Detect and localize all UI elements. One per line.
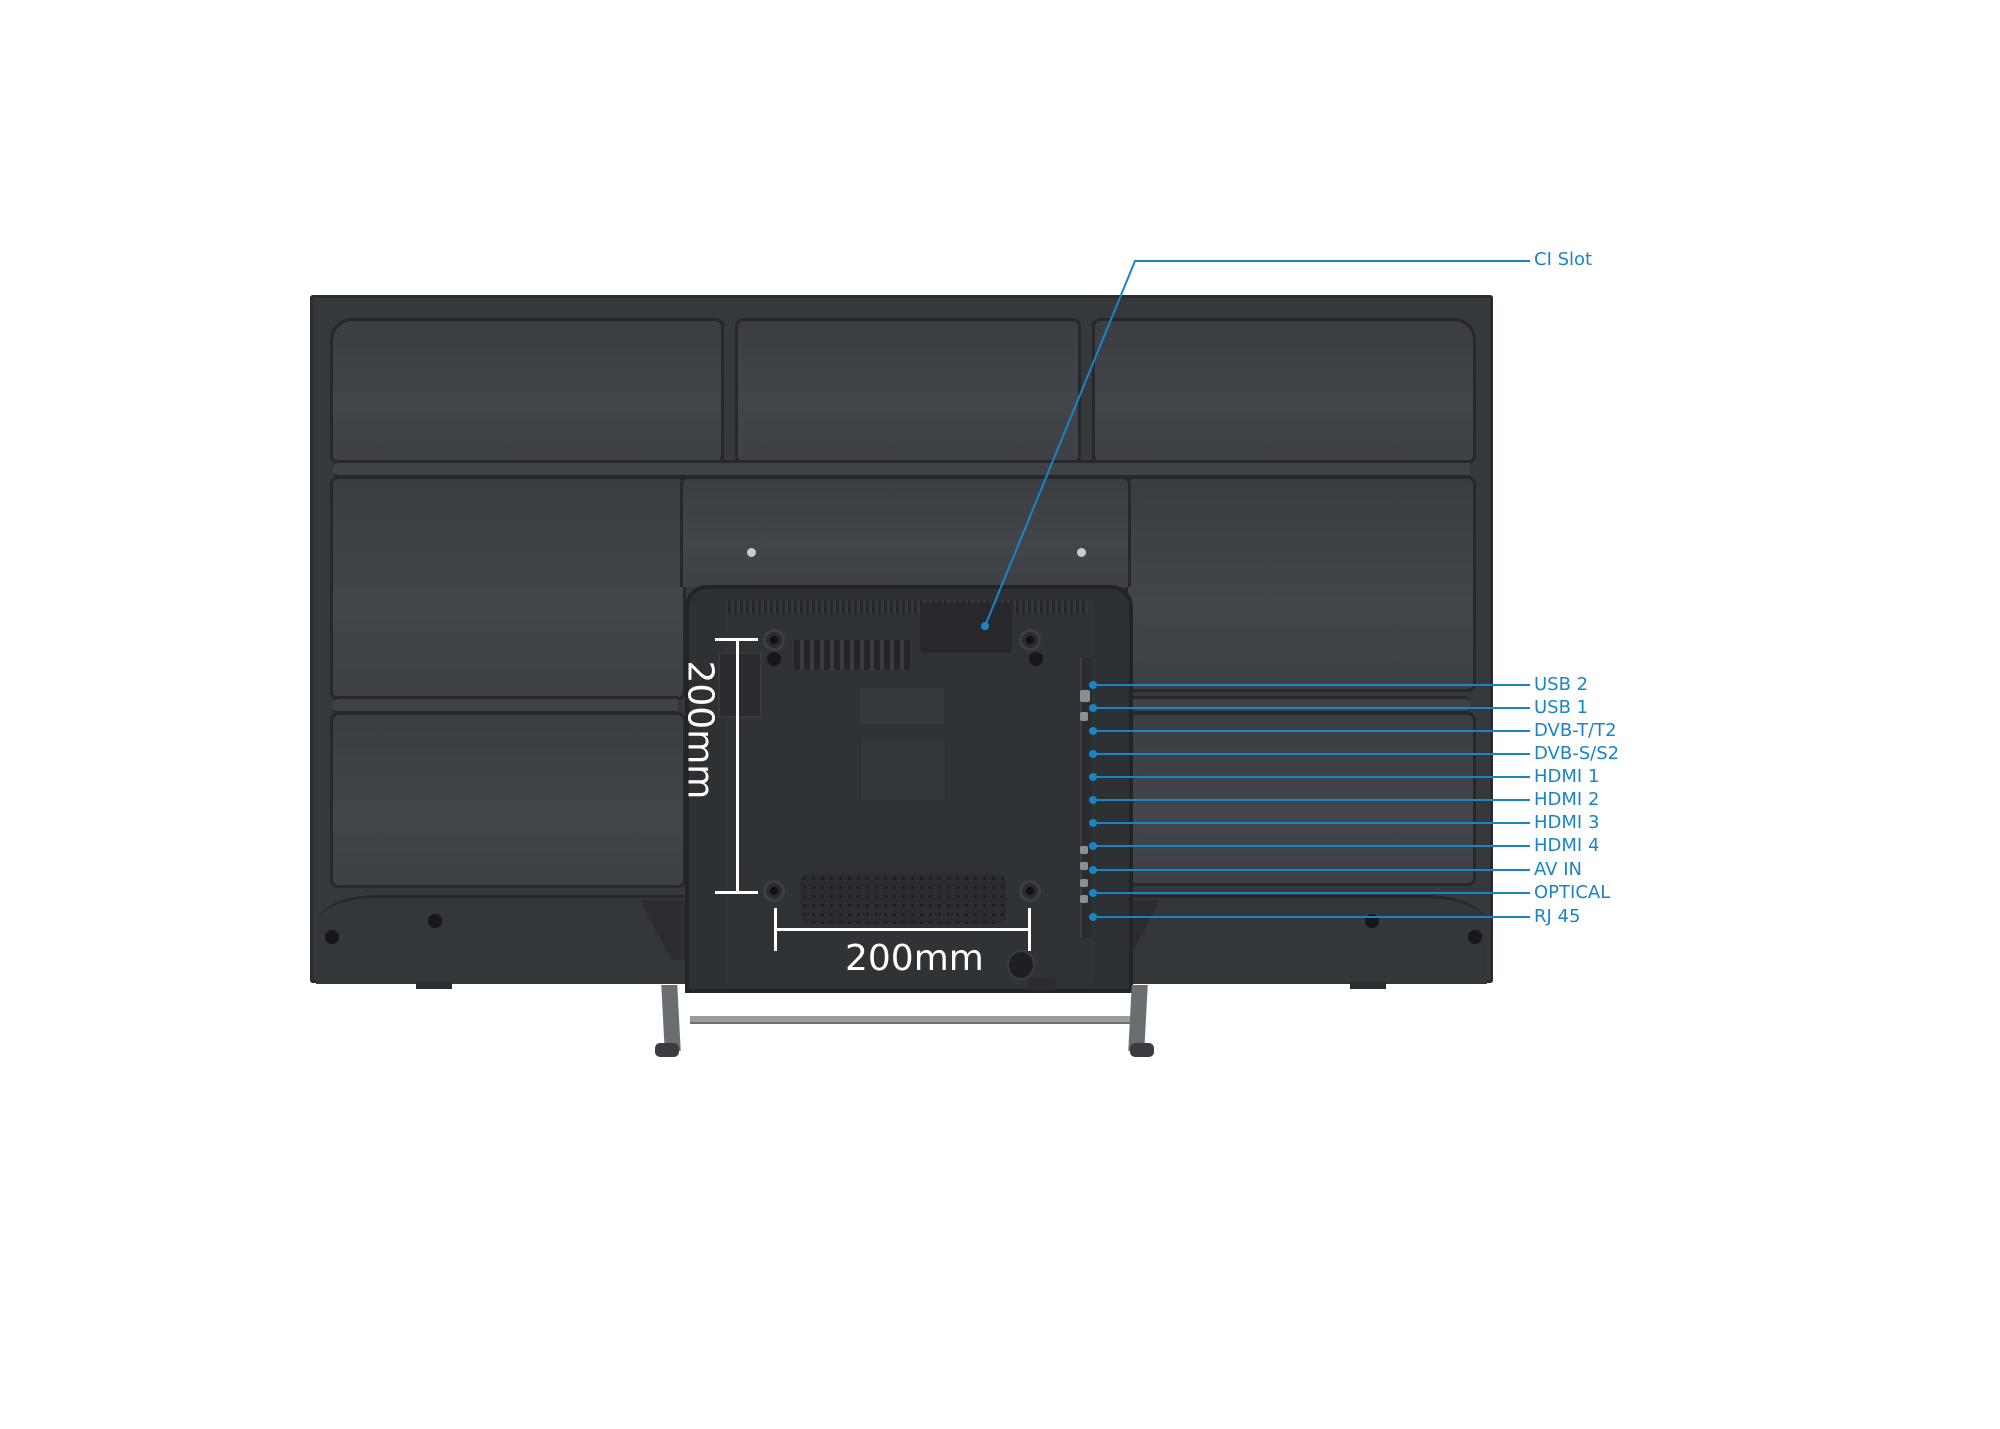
callout-label: HDMI 3	[1534, 812, 1600, 833]
stand-crossbar	[690, 1016, 1130, 1024]
callout-ci-slot: CI Slot	[1534, 249, 1593, 270]
power-cable-port-icon	[1007, 950, 1035, 980]
rear-panel-middle-right	[1125, 476, 1476, 692]
screw-hole-icon	[1468, 930, 1482, 944]
mount-pin-left-icon	[747, 548, 756, 557]
vertical-dimension-cap-bottom	[715, 891, 758, 894]
rear-panel-lower-left	[330, 712, 686, 888]
callout-leader	[1093, 707, 1530, 709]
horizontal-dimension-label: 200mm	[845, 938, 984, 979]
callout-label: HDMI 4	[1534, 835, 1600, 856]
callout-leader	[1093, 799, 1530, 801]
horizontal-dimension-cap-left	[774, 908, 777, 951]
foot-pad	[416, 982, 452, 989]
callout-leader	[1093, 892, 1530, 894]
rear-panel-middle-center	[680, 476, 1131, 587]
port-icon	[1080, 846, 1088, 854]
mount-pin-right-icon	[1077, 548, 1086, 557]
hole-icon	[767, 652, 781, 666]
port-icon	[1080, 895, 1088, 903]
callout-label: DVB-S/S2	[1534, 743, 1620, 764]
cable-clip	[1028, 978, 1056, 990]
usb-port-icon	[1080, 712, 1088, 721]
horizontal-dimension-cap-right	[1028, 908, 1031, 951]
left-bracket	[718, 652, 762, 718]
hole-icon	[1029, 652, 1043, 666]
callout-leader	[1093, 684, 1530, 686]
callout-label: AV IN	[1534, 859, 1582, 880]
callout-label: HDMI 2	[1534, 789, 1600, 810]
vesa-screw-top-right-icon	[1019, 629, 1041, 651]
callout-label: OPTICAL	[1534, 882, 1611, 903]
vesa-screw-top-left-icon	[763, 629, 785, 651]
ci-slot-dot-icon	[981, 622, 989, 630]
callout-label: USB 1	[1534, 697, 1589, 718]
callout-leader	[1093, 822, 1530, 824]
rear-panel-top-left	[330, 318, 724, 464]
rating-label	[860, 738, 946, 802]
screw-hole-icon	[325, 930, 339, 944]
vesa-screw-bottom-left-icon	[763, 880, 785, 902]
rear-panel-top-right	[1092, 318, 1476, 464]
callout-leader	[1093, 776, 1530, 778]
callout-leader	[1093, 753, 1530, 755]
usb-port-icon	[1080, 690, 1090, 702]
stand-foot-right	[1130, 1043, 1154, 1057]
callout-label: DVB-T/T2	[1534, 720, 1617, 741]
horizontal-dimension-line	[775, 928, 1029, 931]
callout-label: RJ 45	[1534, 906, 1581, 927]
vent-grill	[794, 640, 910, 670]
vesa-screw-bottom-right-icon	[1019, 880, 1041, 902]
warning-label	[860, 688, 944, 724]
port-icon	[1080, 862, 1088, 870]
callout-leader	[1093, 730, 1530, 732]
stand-foot-left	[655, 1043, 679, 1057]
port-icon	[1080, 879, 1088, 887]
vertical-dimension-line	[736, 639, 739, 893]
callout-leader	[1093, 845, 1530, 847]
foot-pad	[1350, 982, 1386, 989]
callout-leader	[1093, 869, 1530, 871]
screw-hole-icon	[428, 914, 442, 928]
speaker-grill	[800, 874, 1006, 924]
vertical-dimension-cap-top	[715, 638, 758, 641]
callout-leader	[1093, 916, 1530, 918]
callout-label: HDMI 1	[1534, 766, 1600, 787]
ci-slot-cover	[920, 603, 1012, 653]
rear-panel-middle-left	[330, 476, 686, 700]
callout-label: USB 2	[1534, 674, 1589, 695]
